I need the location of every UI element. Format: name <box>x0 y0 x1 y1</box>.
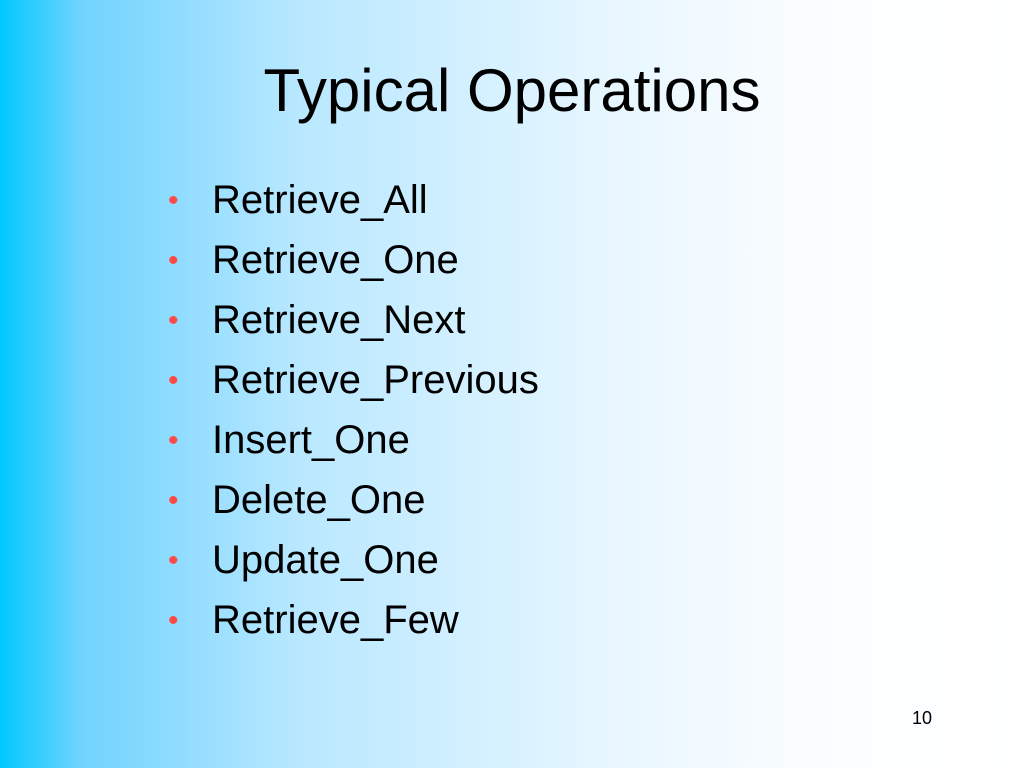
bullet-item: • Retrieve_All <box>168 170 539 230</box>
bullet-text: Retrieve_Previous <box>212 357 539 402</box>
bullet-dot-icon: • <box>168 424 179 457</box>
bullet-text: Retrieve_Next <box>212 297 466 342</box>
bullet-item: • Update_One <box>168 530 539 590</box>
bullet-dot-icon: • <box>168 604 179 637</box>
bullet-item: • Retrieve_One <box>168 230 539 290</box>
slide-title: Typical Operations <box>263 57 761 124</box>
bullet-text: Insert_One <box>212 417 410 462</box>
bullet-dot-icon: • <box>168 304 179 337</box>
bullet-dot-icon: • <box>168 484 179 517</box>
bullet-item: • Retrieve_Previous <box>168 350 539 410</box>
bullet-text: Delete_One <box>212 477 426 522</box>
bullet-dot-icon: • <box>168 184 179 217</box>
bullet-text: Retrieve_One <box>212 237 459 282</box>
bullet-text: Retrieve_All <box>212 177 428 222</box>
bullet-text: Update_One <box>212 537 439 582</box>
bullet-list: • Retrieve_All • Retrieve_One • Retrieve… <box>168 170 539 650</box>
bullet-dot-icon: • <box>168 364 179 397</box>
bullet-item: • Insert_One <box>168 410 539 470</box>
bullet-item: • Retrieve_Next <box>168 290 539 350</box>
page-number: 10 <box>912 708 933 728</box>
bullet-text: Retrieve_Few <box>212 597 459 642</box>
bullet-dot-icon: • <box>168 544 179 577</box>
bullet-item: • Delete_One <box>168 470 539 530</box>
bullet-dot-icon: • <box>168 244 179 277</box>
bullet-item: • Retrieve_Few <box>168 590 539 650</box>
